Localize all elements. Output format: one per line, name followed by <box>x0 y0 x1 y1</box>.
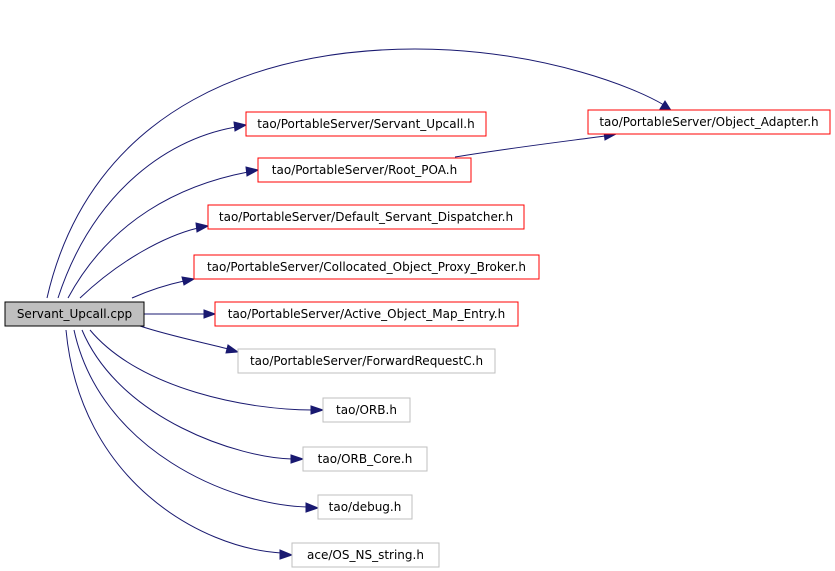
node-box <box>322 397 411 423</box>
node-box <box>257 157 472 183</box>
node-debug-h[interactable]: tao/debug.h <box>317 494 413 520</box>
edge-arrow-default-servant-dispatcher <box>195 222 210 233</box>
node-label: tao/ORB_Core.h <box>318 452 413 466</box>
edge-root-to-orb-core-h <box>81 329 293 460</box>
node-box <box>291 542 440 568</box>
node-label: tao/PortableServer/Object_Adapter.h <box>599 115 818 129</box>
edge-root-to-default-servant-dispatcher <box>79 227 199 299</box>
edge-arrow-debug-h <box>305 502 320 513</box>
node-label: tao/debug.h <box>329 500 402 514</box>
node-collocated-object-proxy-broker-h[interactable]: tao/PortableServer/Collocated_Object_Pro… <box>193 254 540 280</box>
node-orb-core-h[interactable]: tao/ORB_Core.h <box>302 446 428 472</box>
node-label: tao/PortableServer/Collocated_Object_Pro… <box>207 260 526 274</box>
edge-root-to-root-poa <box>67 171 249 299</box>
node-default-servant-dispatcher-h[interactable]: tao/PortableServer/Default_Servant_Dispa… <box>207 204 525 230</box>
node-servant-upcall-cpp[interactable]: Servant_Upcall.cpp <box>4 301 145 327</box>
edge-arrow-orb-h <box>310 405 325 415</box>
node-box <box>587 109 831 135</box>
node-box <box>4 301 145 327</box>
edge-arrow-active-object-map-entry <box>203 309 217 319</box>
node-label: tao/PortableServer/ForwardRequestC.h <box>250 354 483 368</box>
edge-arrow-collocated-proxy-broker <box>181 276 196 286</box>
edge-root-to-os-ns-string-h <box>65 329 282 554</box>
node-label: tao/ORB.h <box>336 403 397 417</box>
node-root-poa-h[interactable]: tao/PortableServer/Root_POA.h <box>257 157 472 183</box>
node-box <box>245 111 487 137</box>
edge-root-to-forward-request-c <box>139 325 229 350</box>
nodes: Servant_Upcall.cpp tao/PortableServer/Se… <box>4 109 831 568</box>
node-box <box>317 494 413 520</box>
node-box <box>237 348 496 374</box>
edge-arrow-servant-upcall-h <box>233 121 248 132</box>
edges <box>46 48 674 560</box>
node-forward-request-c-h[interactable]: tao/PortableServer/ForwardRequestC.h <box>237 348 496 374</box>
node-box <box>214 301 519 327</box>
node-box <box>193 254 540 280</box>
edge-root-poa-to-object-adapter <box>454 135 606 158</box>
edge-arrow-forward-request-c <box>225 344 240 354</box>
edge-root-to-orb-h <box>89 329 313 411</box>
node-label: tao/PortableServer/Servant_Upcall.h <box>257 117 474 131</box>
edge-arrow-root-poa <box>245 166 260 177</box>
node-label: Servant_Upcall.cpp <box>17 307 132 321</box>
node-os-ns-string-h[interactable]: ace/OS_NS_string.h <box>291 542 440 568</box>
node-label: tao/PortableServer/Default_Servant_Dispa… <box>219 210 513 224</box>
node-label: tao/PortableServer/Active_Object_Map_Ent… <box>228 307 505 321</box>
node-box <box>302 446 428 472</box>
node-label: tao/PortableServer/Root_POA.h <box>272 163 457 177</box>
edge-root-to-collocated-proxy-broker <box>131 280 185 299</box>
node-orb-h[interactable]: tao/ORB.h <box>322 397 411 423</box>
node-object-adapter-h[interactable]: tao/PortableServer/Object_Adapter.h <box>587 109 831 135</box>
edge-root-to-object-adapter <box>46 48 665 299</box>
node-box <box>207 204 525 230</box>
node-active-object-map-entry-h[interactable]: tao/PortableServer/Active_Object_Map_Ent… <box>214 301 519 327</box>
edge-arrow-orb-core-h <box>290 454 305 464</box>
node-servant-upcall-h[interactable]: tao/PortableServer/Servant_Upcall.h <box>245 111 487 137</box>
edge-root-to-servant-upcall-h <box>57 126 237 299</box>
edge-arrow-os-ns-string-h <box>279 549 294 560</box>
node-label: ace/OS_NS_string.h <box>307 548 424 562</box>
edge-root-to-debug-h <box>73 329 308 508</box>
